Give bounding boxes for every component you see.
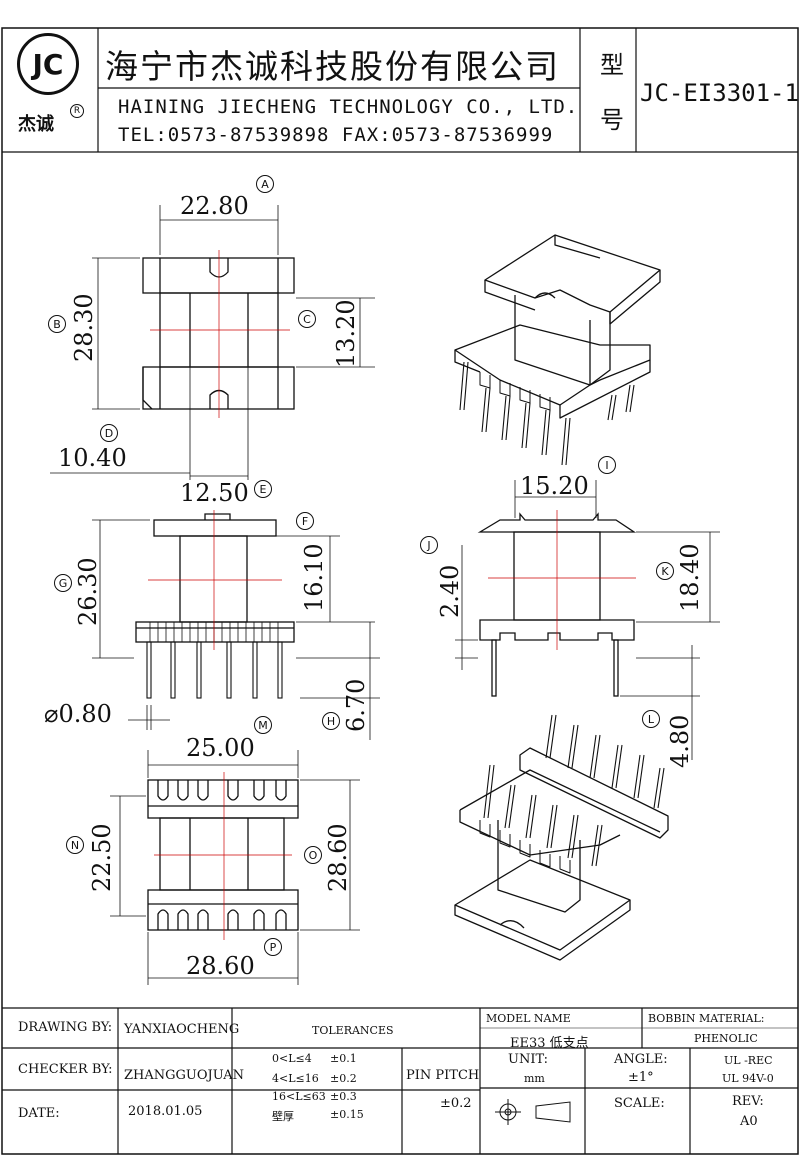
bobbin-material-value: PHENOLIC [694,1032,758,1045]
dim-value-o: 28.60 [324,823,352,892]
checker-by-label: CHECKER BY: [18,1062,113,1077]
dim-letter-m: M [254,716,272,734]
dim-value-d: 10.40 [58,444,127,472]
tol-value-3: ±0.3 [330,1090,357,1103]
logo-mark: JC [17,33,79,95]
dim-letter-e: E [254,480,272,498]
tolerances-label: TOLERANCES [312,1024,394,1037]
tol-value-1: ±0.1 [330,1052,357,1065]
angle-label: ANGLE: [614,1052,668,1067]
dim-value-a: 22.80 [180,192,249,220]
company-name-chinese: 海宁市杰诚科技股份有限公司 [105,47,560,86]
dim-letter-p: P [264,938,282,956]
dim-value-k: 18.40 [676,543,704,612]
dim-value-l: 4.80 [666,714,694,768]
model-name-value: EE33 低支点 [510,1036,589,1051]
pin-pitch-label: PIN PITCH [406,1068,480,1083]
ul-94v0: UL 94V-0 [722,1072,774,1085]
model-label-char-2: 号 [600,106,624,134]
company-logo: JC R 杰诚 [8,30,96,142]
dim-letter-l: L [642,710,660,728]
unit-label: UNIT: [508,1052,549,1067]
dim-letter-g: G [54,574,72,592]
dim-value-b: 28.30 [70,293,98,362]
date-label: DATE: [18,1106,60,1121]
tol-range-3: 16<L≤63 [272,1090,326,1103]
dim-value-j: 2.40 [436,564,464,618]
registered-mark-icon: R [70,104,84,118]
tol-range-4: 壁厚 [272,1110,294,1123]
dim-value-m: 25.00 [186,734,255,762]
dim-value-g: 26.30 [74,557,102,626]
scale-label: SCALE: [614,1096,665,1111]
model-label-char-1: 型 [600,51,624,79]
bobbin-material-label: BOBBIN MATERIAL: [648,1012,765,1025]
dim-letter-k: K [656,562,674,580]
dim-letter-b: B [48,315,66,333]
pin-diameter-value: ⌀0.80 [44,700,112,728]
tol-range-2: 4<L≤16 [272,1072,319,1085]
drawing-by-value: YANXIAOCHENG [124,1022,240,1037]
dim-letter-o: O [304,846,322,864]
drawing-by-label: DRAWING BY: [18,1020,113,1035]
ul-rec: UL -REC [724,1054,773,1067]
rev-value: A0 [740,1114,758,1129]
checker-by-value: ZHANGGUOJUAN [124,1068,245,1083]
tol-range-1: 0<L≤4 [272,1052,312,1065]
dim-letter-f: F [296,512,314,530]
dim-letter-a: A [256,175,274,193]
rev-label: REV: [732,1094,764,1109]
dim-value-p: 28.60 [186,952,255,980]
dim-value-h: 6.70 [342,678,370,732]
company-name-english: HAINING JIECHENG TECHNOLOGY CO., LTD. [118,96,579,118]
tol-value-4: ±0.15 [330,1108,364,1121]
dim-letter-c: C [298,310,316,328]
dim-value-e: 12.50 [180,479,249,507]
pin-pitch-value: ±0.2 [440,1096,472,1111]
dim-value-c: 13.20 [332,299,360,368]
company-contact: TEL:0573-87539898 FAX:0573-87536999 [118,124,554,146]
model-name-label: MODEL NAME [486,1012,571,1025]
dim-letter-j: J [420,536,438,554]
unit-value: mm [524,1072,545,1085]
dim-value-i: 15.20 [520,472,589,500]
dim-letter-h: H [322,712,340,730]
model-number: JC-EI3301-1 [640,79,799,107]
dim-value-f: 16.10 [300,543,328,612]
dim-letter-n: N [66,836,84,854]
angle-value: ±1° [628,1070,654,1085]
dim-letter-d: D [100,424,118,442]
date-value: 2018.01.05 [128,1104,203,1119]
tol-value-2: ±0.2 [330,1072,357,1085]
dim-letter-i: I [598,456,616,474]
dim-value-n: 22.50 [88,823,116,892]
logo-chinese-name: 杰诚 [18,114,54,135]
